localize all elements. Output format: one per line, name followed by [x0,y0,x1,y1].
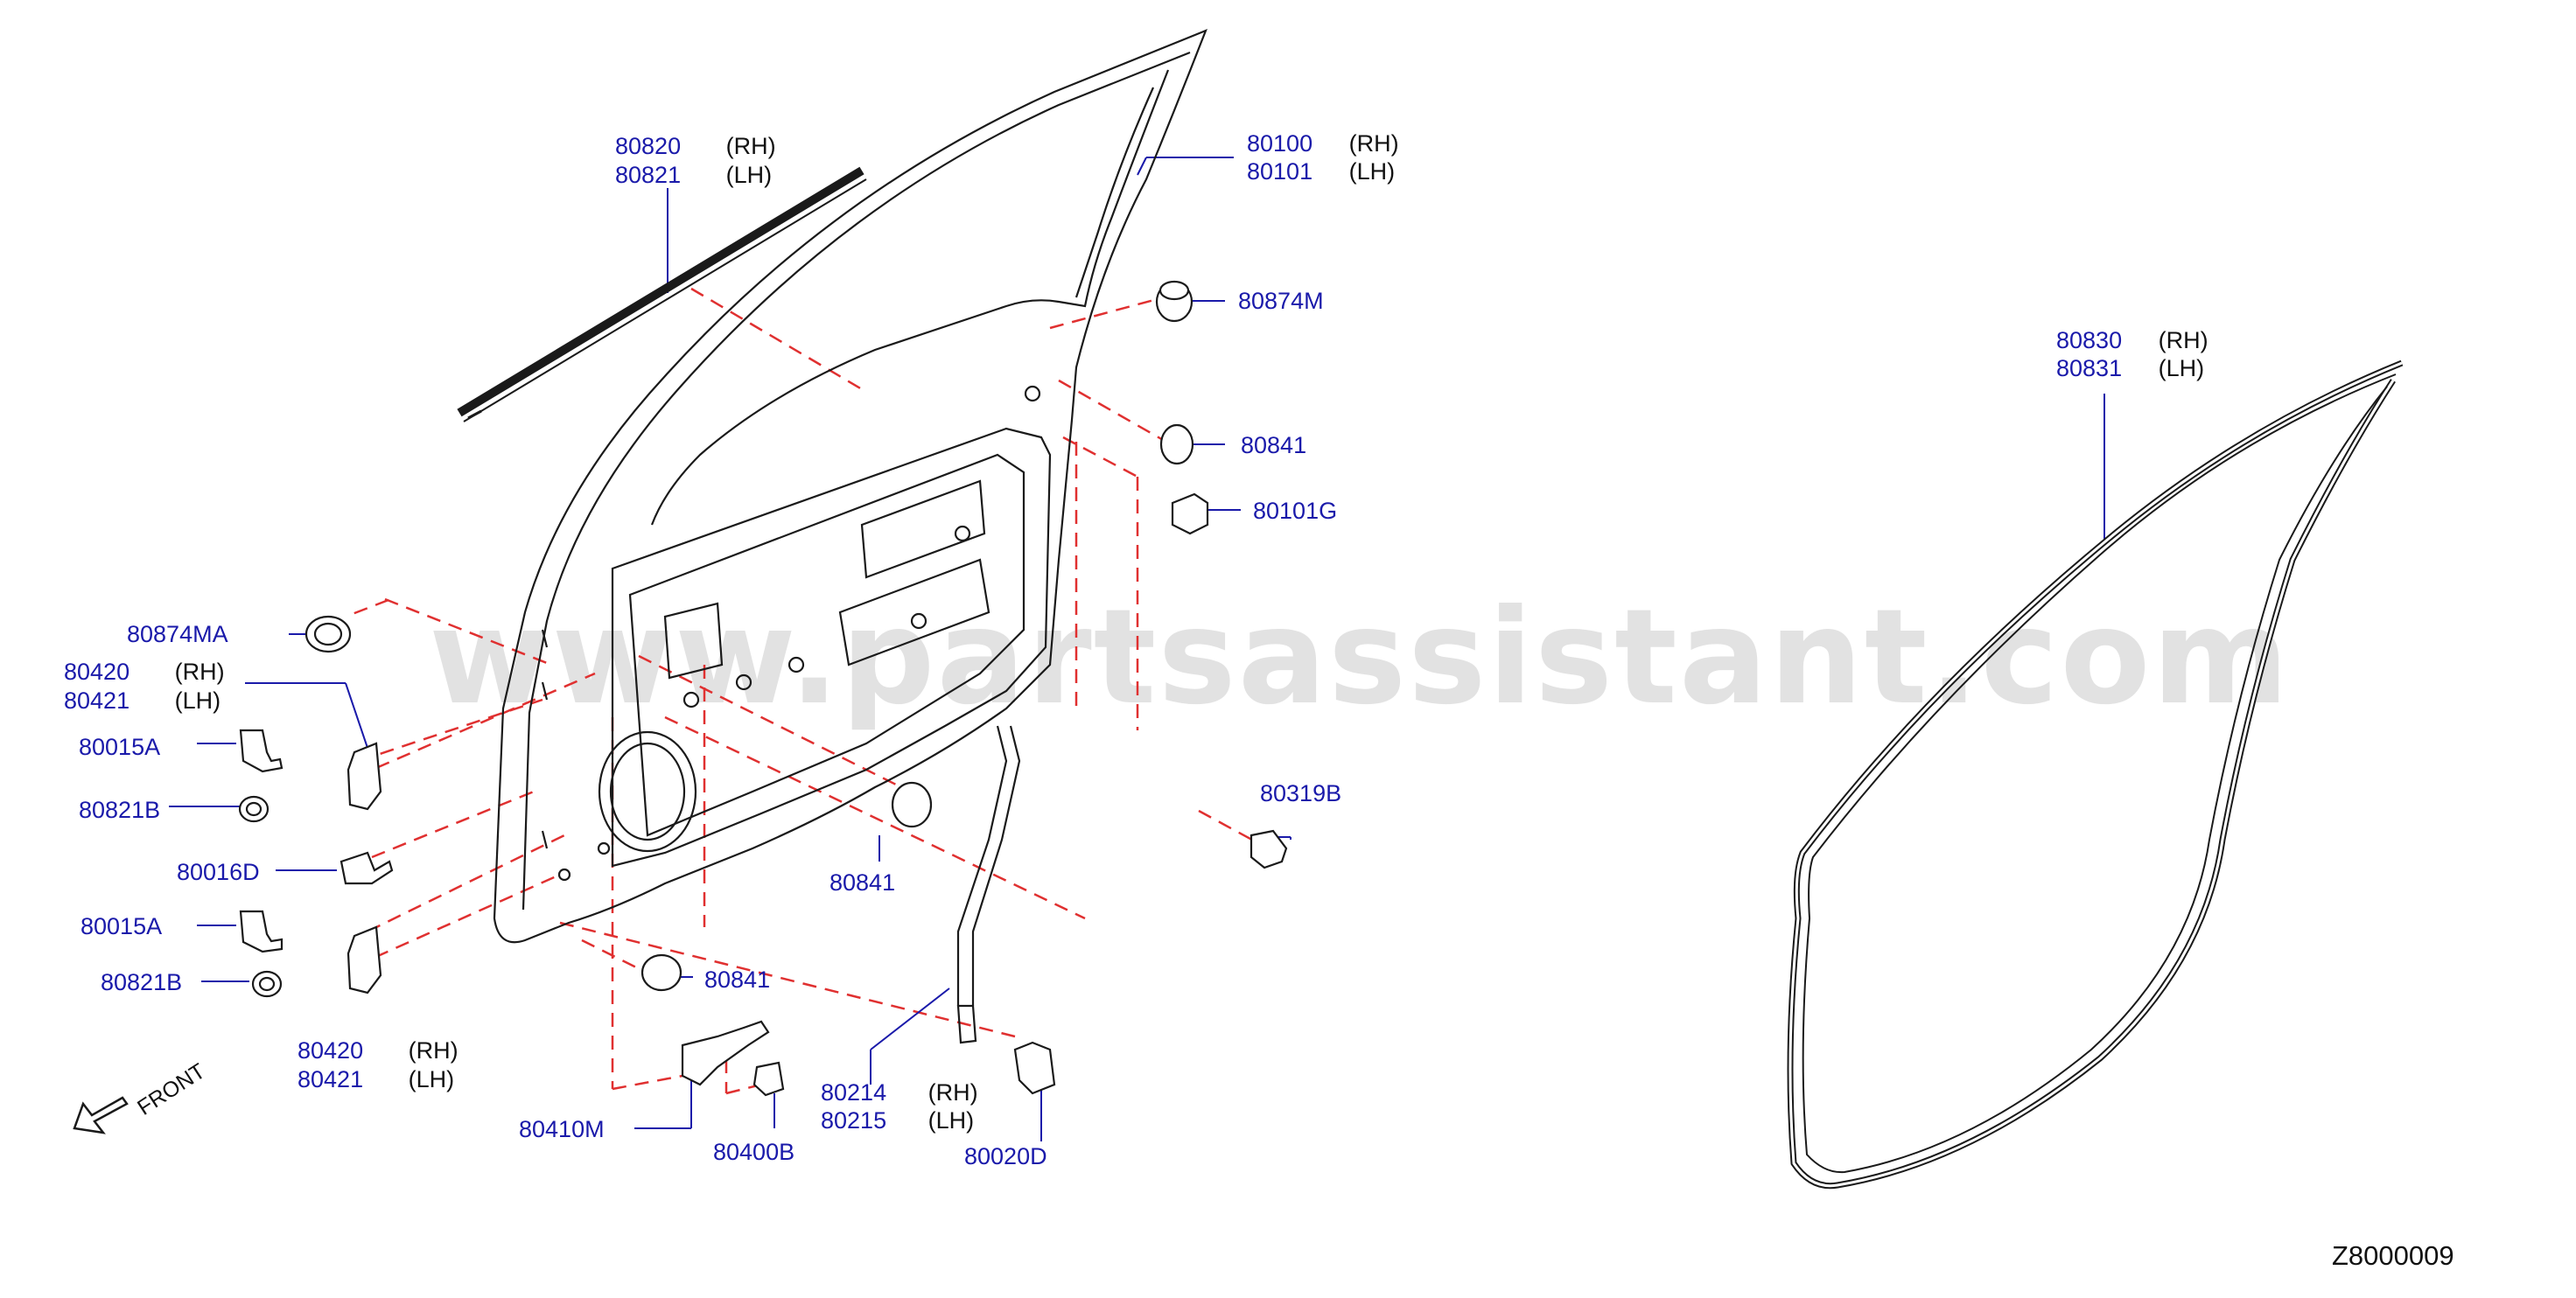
part-number: 80100 [1247,130,1313,157]
label-80319B: 80319B [1260,780,1342,806]
side-marker: (LH) [2158,355,2205,381]
side-marker: (LH) [1348,158,1396,185]
label-80841-lower: 80841 [704,967,771,993]
part-number: 80830 [2056,327,2123,353]
part-number: 80101 [1247,158,1313,185]
label-80020D: 80020D [964,1143,1047,1169]
part-number: 80831 [2056,355,2123,381]
small-parts-drawing [238,280,1288,1097]
label-80400B: 80400B [713,1139,795,1165]
label-80016D: 80016D [177,859,260,885]
label-80420-upper: 80420 (RH) [64,658,225,686]
side-marker: (LH) [174,687,221,714]
part-number: 80421 [64,687,130,714]
label-80821B-upper: 80821B [79,797,161,823]
door-weatherstrip-drawing [1787,359,2404,1190]
label-80215: 80215 (LH) [821,1106,974,1134]
label-80101G: 80101G [1253,498,1338,524]
side-marker: (RH) [408,1037,458,1064]
part-number: 80821 [615,162,682,188]
label-80100: 80100 (RH) [1247,129,1399,157]
label-80820: 80820 (RH) [615,132,776,160]
part-number: 80420 [64,659,130,685]
sash-drawing [956,725,1021,1044]
label-80421-upper: 80421 (LH) [64,687,220,715]
side-marker: (RH) [2158,327,2208,353]
part-number: 80214 [821,1079,887,1106]
label-80841-middle: 80841 [830,869,896,896]
label-80874M: 80874M [1238,288,1324,314]
label-80214: 80214 (RH) [821,1078,978,1106]
label-80874MA: 80874MA [127,621,228,647]
label-80831: 80831 (LH) [2056,354,2204,382]
label-80015A-upper: 80015A [79,734,161,760]
side-marker: (RH) [1348,130,1399,157]
leader-lines [169,157,2105,1141]
side-marker: (LH) [408,1066,455,1092]
part-number: 80420 [298,1037,364,1064]
side-marker: (RH) [928,1079,978,1106]
assembly-dash-lines [349,287,1261,1095]
label-80830: 80830 (RH) [2056,326,2208,354]
front-arrow-icon [73,1096,129,1134]
side-marker: (RH) [174,659,225,685]
side-marker: (LH) [725,162,773,188]
label-80420-lower: 80420 (RH) [298,1036,458,1064]
part-number: 80820 [615,133,682,159]
side-marker: (LH) [928,1107,975,1134]
label-80015A-lower: 80015A [80,913,163,939]
label-80421-lower: 80421 (LH) [298,1065,454,1093]
door-panel-drawing [493,29,1208,944]
part-number: 80215 [821,1107,887,1134]
label-80821: 80821 (LH) [615,161,772,189]
diagram-code: Z8000009 [2332,1240,2454,1271]
part-number: 80421 [298,1066,364,1092]
side-marker: (RH) [725,133,776,159]
label-80410M: 80410M [519,1116,605,1142]
label-80821B-lower: 80821B [101,969,183,995]
outer-weatherstrip-drawing [457,166,867,422]
label-80841-upper: 80841 [1241,432,1307,458]
label-80101: 80101 (LH) [1247,157,1395,185]
